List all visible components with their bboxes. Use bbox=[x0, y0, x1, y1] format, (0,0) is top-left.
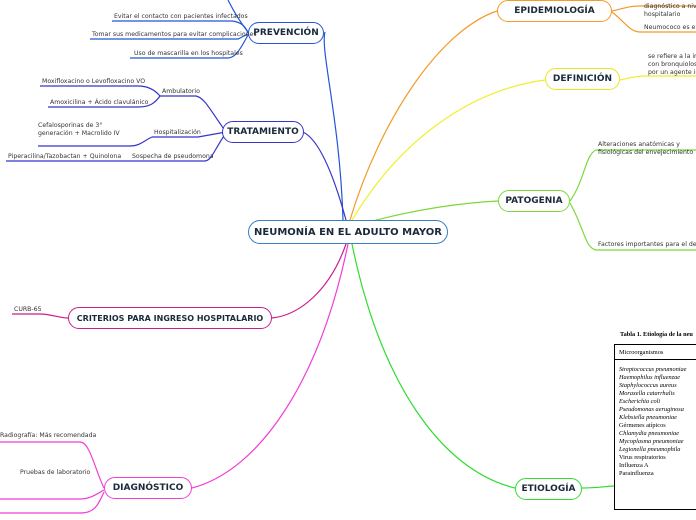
definicion-link-1 bbox=[619, 75, 696, 81]
ambulatorio-item-1[interactable]: Moxifloxacino o Levofloxacino VO bbox=[42, 78, 146, 85]
diagnostico-link-1 bbox=[0, 441, 105, 489]
diagnostico-link-2 bbox=[0, 489, 105, 500]
central-topic[interactable]: NEUMONÍA EN EL ADULTO MAYOR bbox=[248, 220, 448, 244]
etiologia-table: Microorganismos Streptococcus pneumoniae… bbox=[614, 344, 696, 510]
prevencion-item-2[interactable]: Tomar sus medicamentos para evitar compl… bbox=[92, 31, 257, 38]
pseudomona-item-1[interactable]: Piperacilina/Tazobactan + Quinolona bbox=[8, 153, 122, 160]
amb-link-1 bbox=[40, 85, 161, 97]
table-row: Legionella pneumophila bbox=[619, 446, 681, 453]
epidemiologia-connectors bbox=[349, 5, 696, 221]
definicion-main-link bbox=[351, 79, 546, 221]
tratamiento-node[interactable]: TRATAMIENTO bbox=[222, 121, 304, 143]
criterios-item-1[interactable]: CURB-65 bbox=[14, 306, 42, 313]
table-row: Virus respiratorios bbox=[619, 454, 666, 461]
etiologia-node[interactable]: ETIOLOGÍA bbox=[515, 478, 582, 500]
tratamiento-link-ambulatorio bbox=[160, 95, 227, 133]
etiologia-link-1 bbox=[581, 485, 615, 489]
prevencion-link-4 bbox=[130, 34, 249, 59]
etiologia-main-link bbox=[351, 243, 516, 489]
amb-link-2 bbox=[48, 95, 161, 108]
table-header-rule bbox=[615, 359, 696, 360]
tratamiento-main-link bbox=[302, 131, 347, 221]
patogenia-link-2 bbox=[569, 202, 696, 251]
table-row: Moraxella catarrhalis bbox=[619, 390, 675, 397]
epidemiologia-link-2 bbox=[611, 11, 696, 33]
hosp-link-1 bbox=[38, 136, 153, 147]
prevencion-item-3[interactable]: Uso de mascarilla en los hospitales bbox=[134, 50, 243, 57]
criterios-main-link bbox=[271, 243, 347, 319]
table-row: Escherichia coli bbox=[619, 398, 661, 405]
tratamiento-hospitalizacion[interactable]: Hospitalización bbox=[154, 129, 201, 136]
prevencion-link-3 bbox=[90, 33, 249, 40]
table-row: Mycoplasma pneumoniae bbox=[619, 438, 684, 445]
definicion-item-1[interactable]: se refiere a la in con bronquiolos por u… bbox=[648, 53, 696, 76]
patogenia-item-1[interactable]: Alteraciones anatómicas y fisiológicas d… bbox=[598, 141, 694, 156]
diagnostico-node[interactable]: DIAGNÓSTICO bbox=[104, 477, 192, 499]
criterios-connectors bbox=[12, 243, 347, 319]
prevencion-main-link bbox=[323, 31, 344, 221]
etiologia-table-caption: Tabla 1. Etiología de la neu bbox=[620, 331, 693, 338]
diagnostico-connectors bbox=[0, 243, 349, 514]
definicion-node[interactable]: DEFINICIÓN bbox=[545, 68, 620, 90]
table-row: Haemophilus influenzae bbox=[619, 374, 681, 381]
patogenia-link-1 bbox=[569, 149, 696, 202]
table-row: Klebsiella pneumoniae bbox=[619, 414, 677, 421]
prevencion-node[interactable]: PREVENCIÓN bbox=[248, 22, 324, 44]
table-row: Chlamydia pneumoniae bbox=[619, 430, 679, 437]
criterios-node[interactable]: CRITERIOS PARA INGRESO HOSPITALARIO bbox=[68, 307, 272, 329]
diagnostico-item-1[interactable]: Radiografía: Más recomendada bbox=[0, 432, 97, 439]
tratamiento-connectors bbox=[6, 85, 347, 221]
prevencion-link-2 bbox=[112, 20, 249, 34]
etiologia-connectors bbox=[351, 243, 615, 489]
diagnostico-item-2[interactable]: Pruebas de laboratorio bbox=[20, 469, 91, 476]
patogenia-node[interactable]: PATOGENIA bbox=[498, 190, 570, 212]
epidemiologia-item-2[interactable]: Neumococo es el p bbox=[644, 24, 696, 31]
prevencion-connectors bbox=[90, 0, 344, 221]
epidemiologia-node[interactable]: EPIDEMIOLOGÍA bbox=[497, 0, 612, 22]
tratamiento-link-hosp bbox=[152, 131, 227, 138]
table-row: Influenza A bbox=[619, 462, 649, 469]
epidemiologia-link-1 bbox=[611, 5, 696, 12]
table-header: Microorganismos bbox=[619, 349, 664, 356]
tratamiento-pseudomona[interactable]: Sospecha de pseudomona bbox=[132, 153, 214, 160]
tratamiento-link-pseudo bbox=[130, 132, 227, 162]
table-row: Streptococcus pneumoniae bbox=[619, 366, 687, 373]
diagnostico-main-link bbox=[191, 243, 349, 489]
hospitalizacion-item-1[interactable]: Cefalosporinas de 3° generación + Macrol… bbox=[38, 122, 120, 137]
definicion-connectors bbox=[351, 75, 696, 221]
prevencion-item-1[interactable]: Evitar el contacto con pacientes infecta… bbox=[114, 13, 248, 20]
criterios-link-1 bbox=[12, 313, 69, 319]
epidemiologia-main-link bbox=[349, 10, 498, 221]
table-row: Gérmenes atípicos bbox=[619, 422, 666, 429]
table-row: Staphylococcus aureus bbox=[619, 382, 677, 389]
table-row: Parainfluenza bbox=[619, 470, 654, 477]
epidemiologia-item-1[interactable]: Es el cuarto diagnóstico a nivel hospita… bbox=[644, 0, 696, 18]
diagnostico-link-3 bbox=[0, 491, 105, 514]
ambulatorio-item-2[interactable]: Amoxicilina + Ácido clavulánico bbox=[50, 99, 149, 106]
tratamiento-ambulatorio[interactable]: Ambulatorio bbox=[162, 88, 200, 95]
table-row: Pseudomonas aeruginosa bbox=[619, 406, 684, 413]
patogenia-item-2[interactable]: Factores importantes para el desa bbox=[598, 241, 696, 248]
